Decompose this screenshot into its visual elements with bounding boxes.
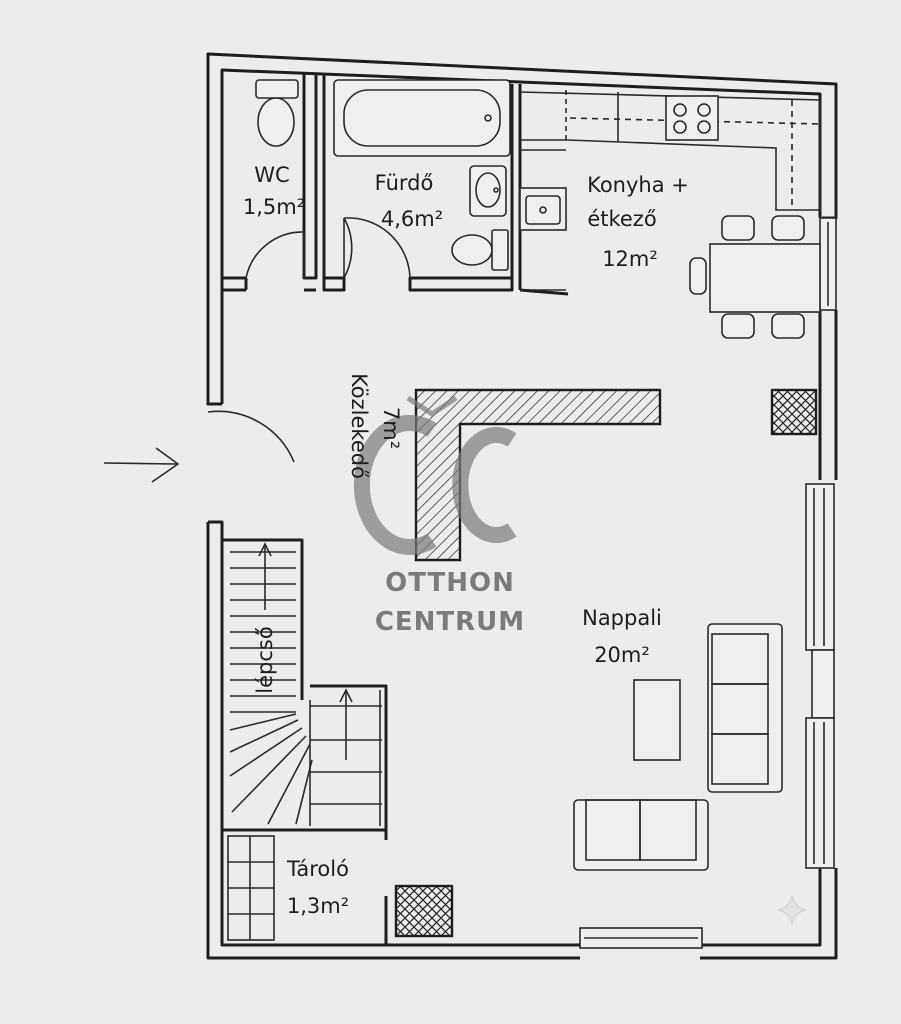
room-storage-area: 1,3m²	[287, 894, 349, 918]
staircase	[229, 542, 382, 826]
entrance-arrow-icon	[103, 447, 180, 483]
room-bath-name: Fürdő	[375, 171, 434, 195]
dining-table-icon	[689, 215, 821, 339]
kitchen-sink-icon	[519, 187, 567, 231]
toilet-wc-icon	[255, 79, 299, 147]
room-bath-area: 4,6m²	[381, 207, 443, 231]
room-kitchen-area: 12m²	[602, 247, 658, 271]
interior-walls	[222, 74, 569, 945]
room-stairs-name: lépcső	[253, 626, 277, 693]
room-kitchen-name-line1: Konyha +	[587, 173, 689, 197]
room-living-name: Nappali	[582, 606, 662, 630]
room-living-area: 20m²	[594, 643, 650, 667]
otthon-centrum-logo-icon	[353, 395, 517, 555]
windows	[579, 217, 837, 949]
bathtub-icon	[333, 79, 511, 157]
doors	[207, 217, 411, 463]
chimney-wall	[414, 388, 662, 562]
sofa-right-icon	[707, 623, 783, 793]
pillar-east	[770, 388, 818, 436]
room-storage-name: Tároló	[286, 857, 349, 881]
coffee-table-icon	[633, 679, 681, 761]
sofa-bottom-icon	[573, 799, 709, 871]
watermark-line2: CENTRUM	[375, 607, 525, 637]
pillar-south	[394, 884, 454, 938]
room-wc-area: 1,5m²	[243, 195, 305, 219]
room-kitchen-name-line2: étkező	[587, 207, 656, 231]
room-wc-name: WC	[254, 163, 289, 187]
storage-shelves	[227, 835, 275, 941]
room-hall-area: 7m²	[379, 407, 403, 449]
stove-icon	[665, 95, 719, 141]
bathroom-sink-icon	[469, 165, 507, 217]
watermark-line1: OTTHON	[385, 568, 515, 598]
sparkle-icon	[777, 895, 807, 925]
room-hall-name: Közlekedő	[347, 373, 371, 479]
toilet-bath-icon	[451, 229, 509, 271]
